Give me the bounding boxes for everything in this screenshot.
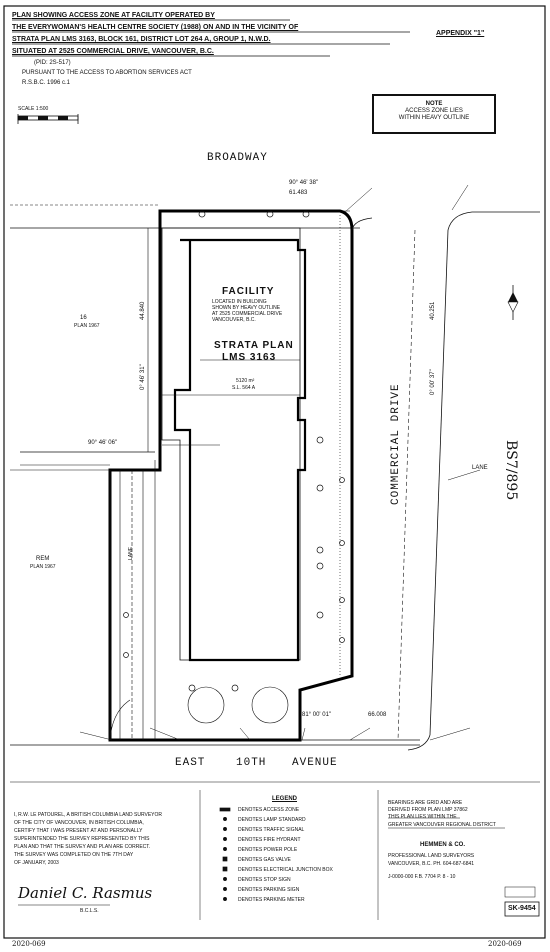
legend-item-2: DENOTES LAMP STANDARD <box>238 817 306 823</box>
lot-rem-plan: PLAN 1967 <box>30 564 56 570</box>
street-east: EAST <box>175 757 206 769</box>
street-avenue: AVENUE <box>292 757 338 769</box>
appendix-label: APPENDIX "1" <box>436 30 485 37</box>
handwritten-side-number: BS7/895 <box>503 440 519 501</box>
legend-item-3: DENOTES TRAFFIC SIGNAL <box>238 827 305 833</box>
firm-subtitle: PROFESSIONAL LAND SURVEYORS <box>388 853 475 859</box>
street-commercial-drive: COMMERCIAL DRIVE <box>390 383 402 505</box>
signature-title: B.C.L.S. <box>80 908 99 914</box>
legend-item-1: DENOTES ACCESS ZONE <box>238 807 300 813</box>
region-line-2: GREATER VANCOUVER REGIONAL DISTRICT <box>388 822 496 828</box>
note-title: NOTE <box>425 101 443 107</box>
legend-title: LEGEND <box>272 796 298 802</box>
note-line-3: WITHIN HEAVY OUTLINE <box>398 115 470 121</box>
title-line-2: THE EVERYWOMAN'S HEALTH CENTRE SOCIETY (… <box>12 24 299 31</box>
dim-top-length: 61.483 <box>289 190 308 196</box>
firm-address: VANCOUVER, B.C. PH. 604-687-6841 <box>388 861 475 867</box>
dim-top-angle: 90° 46' 38" <box>289 180 319 186</box>
dim-bottom-length: 66.008 <box>368 712 387 718</box>
pursuant-line-2: R.S.B.C. 1996 c.1 <box>22 80 71 86</box>
legend-item-8: DENOTES STOP SIGN <box>238 877 291 883</box>
lot-16-label: 16 <box>80 315 87 321</box>
lane-right-label: LANE <box>472 465 488 471</box>
facility-desc-2: SHOWN BY HEAVY OUTLINE <box>212 305 281 311</box>
legend-item-7: DENOTES ELECTRICAL JUNCTION BOX <box>238 867 333 873</box>
legend-item-6: DENOTES GAS VALVE <box>238 857 291 863</box>
firm-name: HEMMEN & CO. <box>420 842 465 848</box>
facility-label: FACILITY <box>222 286 275 297</box>
dim-left-length: 44.840 <box>140 301 146 320</box>
file-reference: J-0000-000 F.B. 7704 P. 8 - 10 <box>388 874 456 880</box>
outer-frame <box>3 5 546 939</box>
strata-plan-label: STRATA PLAN <box>214 340 294 351</box>
parcel-lot: S.L. 564 A <box>232 385 256 391</box>
bearings-line-2: DERIVED FROM PLAN LMP 37862 <box>388 807 468 813</box>
scale-label: SCALE 1:500 <box>18 106 49 112</box>
region-line-1: THIS PLAN LIES WITHIN THE <box>388 814 457 820</box>
dim-east-angle: 0° 00' 37" <box>430 369 436 395</box>
facility-desc-4: VANCOUVER, B.C. <box>212 317 256 323</box>
facility-desc-3: AT 2525 COMMERCIAL DRIVE <box>212 311 283 317</box>
dim-left-angle: 0° 46' 31" <box>140 364 146 390</box>
cert-line-6: THE SURVEY WAS COMPLETED ON THE 7TH DAY <box>14 852 134 858</box>
legend-item-10: DENOTES PARKING METER <box>238 897 305 903</box>
title-line-3: STRATA PLAN LMS 3163, BLOCK 161, DISTRIC… <box>12 36 271 43</box>
footer-right-number: 2020-069 <box>488 940 522 948</box>
street-10th: 10TH <box>236 757 267 769</box>
legend-item-9: DENOTES PARKING SIGN <box>238 887 300 893</box>
surveyor-signature: Daniel C. Rasmus <box>18 884 153 902</box>
dim-bottom-angle: 81° 00' 01" <box>302 712 332 718</box>
scale-bar <box>17 114 79 124</box>
cert-line-2: OF THE CITY OF VANCOUVER, IN BRITISH COL… <box>14 820 144 826</box>
bearings-line-1: BEARINGS ARE GRID AND ARE <box>388 800 463 806</box>
pid-reference: (PID: 2S-517) <box>34 60 71 66</box>
lane-left-label: LANE <box>128 546 134 560</box>
cert-line-4: SUPERINTENDED THE SURVEY REPRESENTED BY … <box>14 836 150 842</box>
cert-line-5: PLAN AND THAT THE SURVEY AND PLAN ARE CO… <box>14 844 151 850</box>
strata-plan-number: LMS 3163 <box>222 352 277 363</box>
note-line-2: ACCESS ZONE LIES <box>405 108 463 114</box>
cert-line-7: OF JANUARY, 2003 <box>14 860 59 866</box>
lot-16-plan: PLAN 1967 <box>74 323 100 329</box>
dim-left-cross: 90° 46' 06" <box>88 440 118 446</box>
facility-desc-1: LOCATED IN BUILDING <box>212 299 267 305</box>
legend-item-5: DENOTES POWER POLE <box>238 847 298 853</box>
note-box: NOTE ACCESS ZONE LIES WITHIN HEAVY OUTLI… <box>372 94 496 134</box>
street-broadway: BROADWAY <box>207 152 268 164</box>
cert-line-3: CERTIFY THAT I WAS PRESENT AT AND PERSON… <box>14 828 143 834</box>
legend-item-4: DENOTES FIRE HYDRANT <box>238 837 301 843</box>
footer-left-number: 2020-069 <box>12 940 46 948</box>
dim-right-length: 40.251 <box>430 301 436 320</box>
drawing-number: SK-9454 <box>508 905 536 912</box>
cert-line-1: I, R.W. LE PATOUREL, A BRITISH COLUMBIA … <box>14 812 163 818</box>
title-line-1: PLAN SHOWING ACCESS ZONE AT FACILITY OPE… <box>12 12 215 19</box>
title-line-4: SITUATED AT 2525 COMMERCIAL DRIVE, VANCO… <box>12 48 214 55</box>
parcel-area: 5120 m² <box>236 378 255 384</box>
north-arrow <box>507 285 519 320</box>
lot-rem-label: REM <box>36 556 50 562</box>
pursuant-line-1: PURSUANT TO THE ACCESS TO ABORTION SERVI… <box>22 70 192 76</box>
